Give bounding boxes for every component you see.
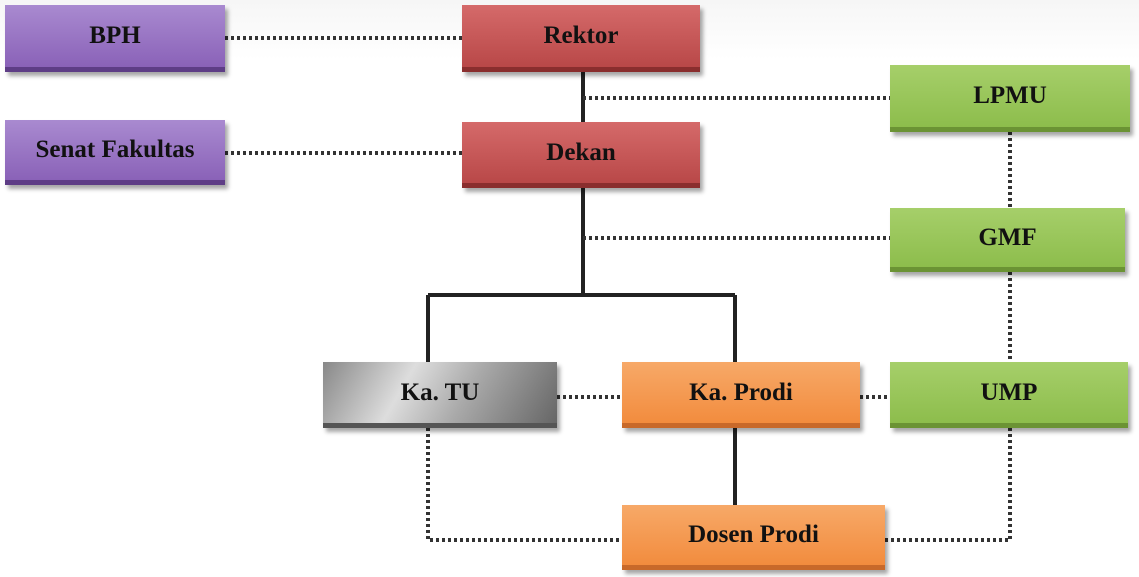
node-label: BPH <box>89 22 141 49</box>
node-label: Dekan <box>546 138 616 166</box>
node-label: Ka. TU <box>400 378 480 406</box>
node-label: Ka. Prodi <box>689 378 793 406</box>
node-dekan: Dekan <box>462 122 700 188</box>
node-label: GMF <box>978 223 1037 251</box>
node-label: Senat Fakultas <box>35 136 195 163</box>
node-lpmu: LPMU <box>890 65 1130 132</box>
node-rektor: Rektor <box>462 5 700 72</box>
dotted-ump-dosen <box>885 428 1012 542</box>
node-label: Dosen Prodi <box>688 521 819 548</box>
node-label: Rektor <box>543 22 619 49</box>
node-senat-fakultas: Senat Fakultas <box>5 120 225 185</box>
node-ka-tu: Ka. TU <box>323 362 557 428</box>
node-ump: UMP <box>890 362 1128 428</box>
node-dosen-prodi: Dosen Prodi <box>622 505 885 570</box>
node-gmf: GMF <box>890 208 1125 272</box>
node-label: UMP <box>980 378 1038 406</box>
node-label: LPMU <box>973 82 1047 109</box>
node-ka-prodi: Ka. Prodi <box>622 362 860 428</box>
dotted-katu-dosen <box>426 428 622 542</box>
node-bph: BPH <box>5 5 225 72</box>
